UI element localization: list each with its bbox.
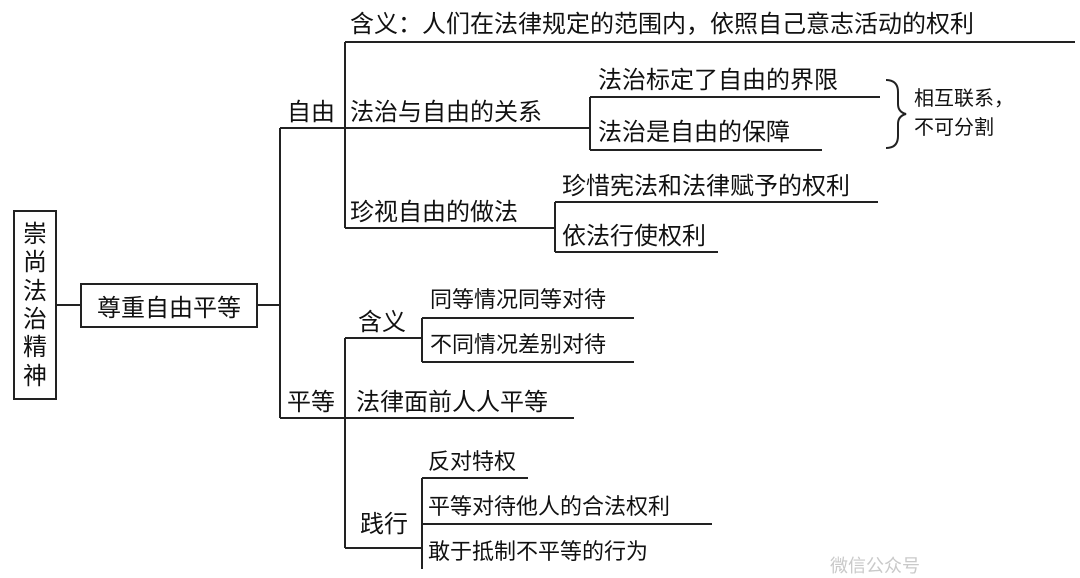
freedom-practice-item: 珍惜宪法和法律赋予的权利	[562, 172, 850, 200]
equality-law: 法律面前人人平等	[356, 388, 548, 416]
root-char: 法	[23, 276, 47, 305]
equality-label: 平等	[287, 388, 335, 416]
equality-practice-item: 反对特权	[428, 450, 517, 475]
equality-practice-item: 平等对待他人的合法权利	[428, 495, 671, 520]
root-node: 崇 尚 法 治 精 神	[13, 210, 57, 400]
root-char: 尚	[23, 248, 47, 277]
root-label: 崇 尚 法 治 精 神	[15, 212, 55, 398]
root-char: 崇	[23, 220, 47, 249]
root-char: 神	[23, 361, 47, 390]
equality-practice-item: 敢于抵制不平等的行为	[428, 540, 649, 565]
root-char: 精	[23, 333, 47, 362]
relation-note: 相互联系，	[914, 86, 1014, 110]
relation-item: 法治是自由的保障	[598, 118, 790, 146]
freedom-practice-item: 依法行使权利	[562, 222, 706, 250]
freedom-practice-label: 珍视自由的做法	[350, 198, 518, 226]
level1-node: 尊重自由平等	[80, 283, 258, 328]
freedom-meaning: 含义：人们在法律规定的范围内，依照自己意志活动的权利	[350, 10, 974, 38]
equality-practice-label: 践行	[360, 510, 408, 538]
watermark: 微信公众号	[830, 556, 920, 577]
relation-item: 法治标定了自由的界限	[598, 66, 838, 94]
equality-meaning-item: 同等情况同等对待	[430, 288, 607, 313]
equality-meaning-item: 不同情况差别对待	[430, 333, 607, 358]
freedom-relation-label: 法治与自由的关系	[350, 98, 542, 126]
root-char: 治	[23, 305, 47, 333]
equality-meaning-label: 含义	[358, 308, 406, 336]
relation-note: 不可分割	[914, 115, 994, 139]
freedom-label: 自由	[287, 98, 335, 126]
